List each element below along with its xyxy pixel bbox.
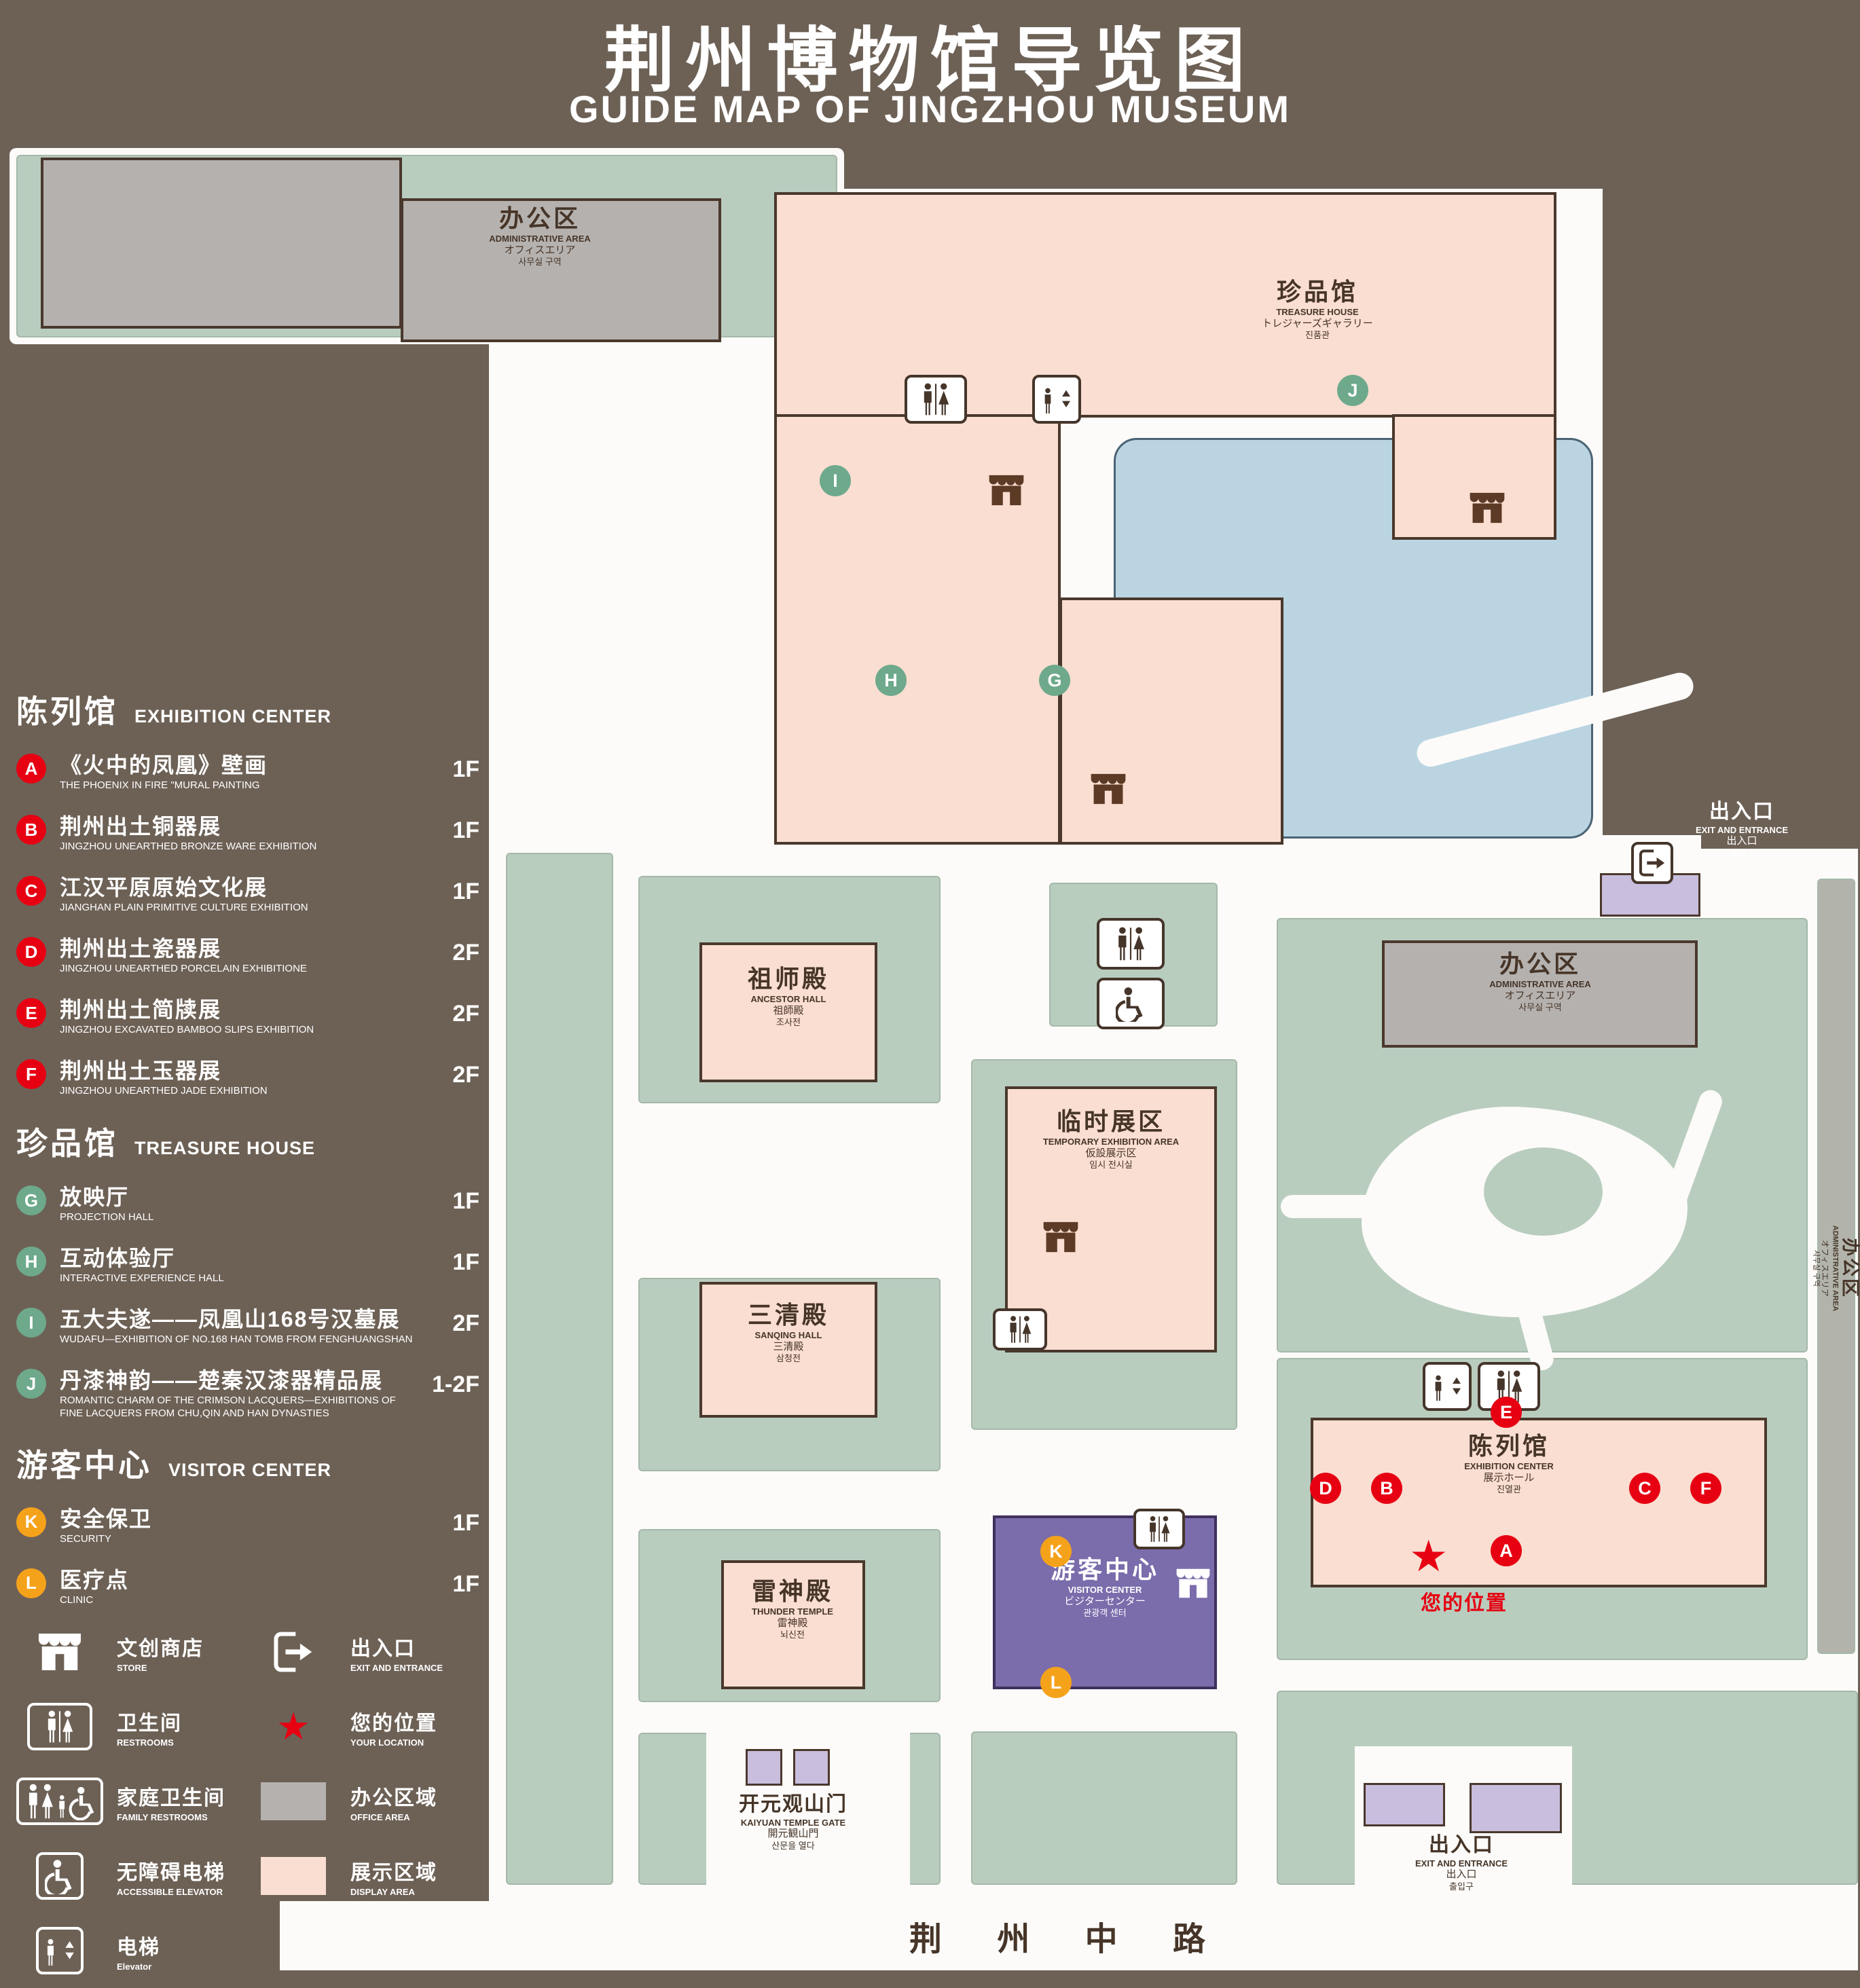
accessible-restroom-icon [1097, 978, 1165, 1029]
south-exit-building [1364, 1783, 1445, 1826]
admin-northwest-label: 办公区 ADMINISTRATIVE AREA オフィスエリア 사무실 구역 [489, 204, 591, 268]
family-restroom-icon [16, 1778, 103, 1825]
symbol-exit: 出入口 EXIT AND ENTRANCE [250, 1628, 498, 1676]
ancestor-hall-building [699, 942, 877, 1082]
store-icon [16, 1630, 103, 1674]
legend-item-A: A 《火中的凤凰》壁画 THE PHOENIX IN FIRE "MURAL P… [16, 752, 492, 793]
sanqing-hall-building [699, 1282, 877, 1418]
legend-section-exhibition-center: 陈列馆 EXHIBITION CENTER [16, 694, 332, 729]
visitor-center-label: 游客中心 VISITOR CENTER ビジターセンター 관광객 센터 [1050, 1556, 1159, 1619]
restroom-icon [1097, 918, 1165, 970]
restroom-icon [905, 375, 967, 424]
symbol-accessible-elevator: 无障碍电梯 ACCESSIBLE ELEVATOR [16, 1852, 240, 1900]
thunder-temple-label: 雷神殿 THUNDER TEMPLE 雷神殿 뇌신전 [751, 1577, 833, 1640]
legend-sidebar: 陈列馆 EXHIBITION CENTER A 《火中的凤凰》壁画 THE PH… [16, 687, 492, 1628]
legend-section-treasure-house: 珍品馆 TREASURE HOUSE [16, 1126, 316, 1161]
your-location-star-icon: ★ [1409, 1532, 1448, 1581]
gate-building [746, 1749, 782, 1786]
legend-item-G: G 放映厅 PROJECTION HALL 1F [16, 1184, 492, 1225]
elevator-icon [1032, 375, 1081, 424]
temporary-exhibition-building [1005, 1086, 1217, 1352]
page-subtitle: GUIDE MAP OF JINGZHOU MUSEUM [568, 88, 1291, 130]
elevator-icon [16, 1927, 103, 1974]
admin-building-east [1382, 940, 1698, 1048]
green-area-left-field [506, 853, 613, 1885]
legend-item-C: C 江汉平原原始文化展 JIANGHAN PLAIN PRIMITIVE CUL… [16, 875, 492, 915]
temporary-exhibition-label: 临时展区 TEMPORARY EXHIBITION AREA 仮設展示区 임시 … [1042, 1107, 1180, 1171]
legend-item-L: L 医疗点 CLINIC 1F [16, 1567, 492, 1608]
map-marker-B: B [1371, 1473, 1402, 1504]
road-jingzhou-middle: 荆 州 中 路 [280, 1901, 1858, 1970]
symbols-legend: 文创商店 STORE 出入口 EXIT AND ENTRANCE 卫生间 RES… [16, 1628, 498, 1974]
elevator-icon [1423, 1362, 1472, 1411]
symbol-restroom: 卫生间 RESTROOMS [16, 1703, 240, 1750]
admin-right-strip-label: 办公区 ADMINISTRATIVE AREA オフィスエリア 사무실 구역 [1812, 1225, 1860, 1312]
exit-icon [250, 1630, 337, 1674]
map-marker-F: F [1690, 1473, 1721, 1504]
map-marker-K: K [1040, 1536, 1072, 1567]
store-icon [985, 473, 1027, 508]
symbol-family-restroom: 家庭卫生间 FAMILY RESTROOMS [16, 1778, 240, 1825]
thunder-temple-building [721, 1560, 865, 1689]
symbol-office-area: 办公区域 OFFICE AREA [250, 1778, 498, 1825]
symbol-elevator: 电梯 Elevator [16, 1927, 240, 1974]
restroom-icon [16, 1703, 103, 1750]
garden-island [1484, 1147, 1603, 1236]
admin-building-northwest [401, 198, 721, 342]
legend-item-I: I 五大夫遂——凤凰山168号汉墓展 WUDAFU—EXHIBITION OF … [16, 1306, 492, 1347]
your-location-label: 您的位置 [1421, 1592, 1508, 1615]
sanqing-hall-label: 三清殿 SANQING HALL 三清殿 삼청전 [747, 1301, 829, 1364]
ancestor-hall-label: 祖师殿 ANCESTOR HALL 祖師殿 조사전 [747, 965, 829, 1028]
map-marker-J: J [1337, 375, 1368, 406]
legend-item-D: D 荆州出土瓷器展 JINGZHOU UNEARTHED PORCELAIN E… [16, 936, 492, 976]
store-icon [1466, 490, 1508, 526]
symbol-store: 文创商店 STORE [16, 1628, 240, 1676]
south-exit-label: 出入口 EXIT AND ENTRANCE 出入口 출입구 [1415, 1834, 1508, 1892]
south-exit-building [1470, 1783, 1562, 1833]
map-marker-G: G [1039, 665, 1070, 696]
legend-item-H: H 互动体验厅 INTERACTIVE EXPERIENCE HALL 1F [16, 1245, 492, 1286]
map-marker-A: A [1491, 1535, 1522, 1566]
map-marker-E: E [1491, 1397, 1522, 1428]
restroom-icon [993, 1308, 1047, 1350]
legend-item-F: F 荆州出土玉器展 JINGZHOU UNEARTHED JADE EXHIBI… [16, 1058, 492, 1099]
exhibition-center-label: 陈列馆 EXHIBITION CENTER 展示ホール 진열관 [1464, 1432, 1554, 1495]
gate-building [793, 1749, 830, 1786]
treasure-house-label: 珍品馆 TREASURE HOUSE トレジャーズギャラリー 진품관 [1262, 278, 1373, 341]
location-star-icon: ★ [276, 1705, 311, 1748]
legend-item-K: K 安全保卫 SECURITY 1F [16, 1506, 492, 1547]
kaiyuan-gate-label: 开元观山门 KAIYUAN TEMPLE GATE 開元観山門 산문을 열다 [739, 1793, 847, 1851]
store-icon [1172, 1566, 1214, 1601]
northeast-exit-label: 出入口 EXIT AND ENTRANCE 出入口 출입구 [1695, 800, 1789, 858]
store-icon [1087, 771, 1129, 807]
admin-building-northwest [41, 158, 402, 329]
road-label: 荆 州 中 路 [909, 1921, 1228, 1957]
exit-icon [1631, 842, 1673, 884]
symbol-your-location: ★ 您的位置 YOUR LOCATION [250, 1703, 498, 1750]
symbol-display-area: 展示区域 DISPLAY AREA [250, 1852, 498, 1900]
treasure-house-building [1059, 597, 1283, 845]
legend-item-J: J 丹漆神韵——楚秦汉漆器精品展 ROMANTIC CHARM OF THE C… [16, 1367, 492, 1420]
restroom-icon [1133, 1509, 1185, 1549]
legend-item-B: B 荆州出土铜器展 JINGZHOU UNEARTHED BRONZE WARE… [16, 813, 492, 854]
display-area-swatch [250, 1857, 337, 1895]
garden-path [1281, 1195, 1383, 1218]
green-area-right-strip [1817, 879, 1855, 1654]
page-title: 荆州博物馆导览图 [604, 22, 1256, 100]
map-marker-H: H [875, 665, 907, 696]
map-marker-C: C [1629, 1473, 1660, 1504]
admin-east-label: 办公区 ADMINISTRATIVE AREA オフィスエリア 사무실 구역 [1489, 950, 1591, 1013]
legend-item-E: E 荆州出土简牍展 JINGZHOU EXCAVATED BAMBOO SLIP… [16, 997, 492, 1037]
map-marker-D: D [1310, 1473, 1341, 1504]
legend-section-visitor-center: 游客中心 VISITOR CENTER [16, 1447, 332, 1483]
accessible-elevator-icon [16, 1852, 103, 1900]
green-area-center-south [971, 1731, 1237, 1885]
map-marker-L: L [1040, 1667, 1072, 1698]
office-area-swatch [250, 1782, 337, 1820]
map-marker-I: I [820, 465, 851, 496]
store-icon [1040, 1219, 1082, 1255]
